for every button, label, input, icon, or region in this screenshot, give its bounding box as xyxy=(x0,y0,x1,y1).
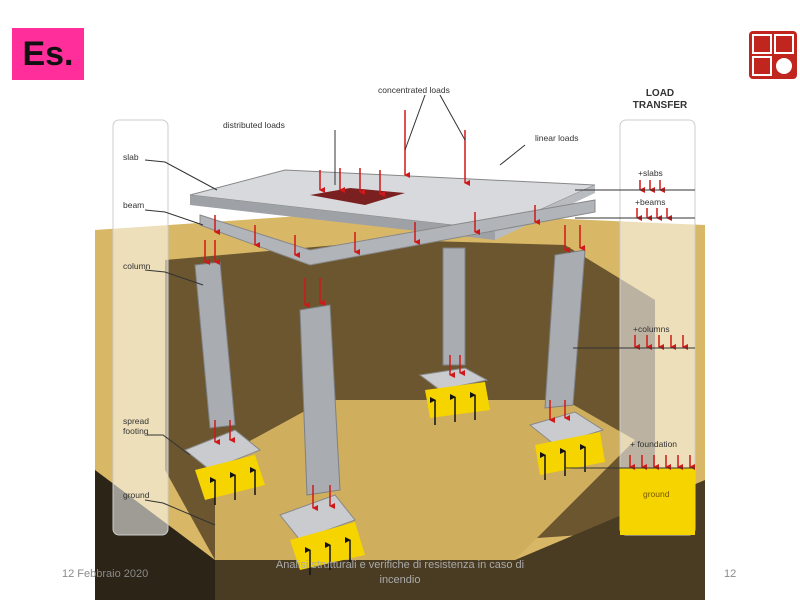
label-linear-loads: linear loads xyxy=(535,133,578,143)
transfer-ground: ground xyxy=(643,489,670,499)
heading-transfer: TRANSFER xyxy=(633,100,688,111)
spread-footing xyxy=(184,429,261,471)
footer-date: 12 Febbraio 2020 xyxy=(62,568,149,580)
label-concentrated-loads: concentrated loads xyxy=(378,85,450,95)
column xyxy=(194,261,236,429)
left-label-panel xyxy=(112,119,169,536)
ground-yellow-block xyxy=(620,468,695,535)
example-badge: Es. xyxy=(12,28,84,80)
seal-logo xyxy=(749,31,797,79)
column xyxy=(544,249,586,409)
load-transfer-diagram: concentrated loads distributed loads lin… xyxy=(95,85,705,600)
label-slab: slab xyxy=(123,152,139,162)
column xyxy=(299,304,341,496)
transfer-beams: +beams xyxy=(635,197,665,207)
spread-footing xyxy=(528,411,605,446)
column xyxy=(442,247,466,366)
transfer-columns: +columns xyxy=(633,324,670,334)
label-footing: footing xyxy=(123,426,149,436)
heading-load: LOAD xyxy=(646,88,674,99)
label-spread: spread xyxy=(123,416,149,426)
transfer-slabs: +slabs xyxy=(638,168,663,178)
footer-title: Analisi strutturali e verifiche di resis… xyxy=(275,559,525,586)
label-distributed-loads: distributed loads xyxy=(223,120,285,130)
label-column: column xyxy=(123,261,151,271)
transfer-foundation: + foundation xyxy=(630,439,677,449)
label-beam: beam xyxy=(123,200,144,210)
label-ground: ground xyxy=(123,490,150,500)
spread-footing xyxy=(279,494,356,541)
load-arrows xyxy=(204,110,695,511)
beam xyxy=(199,199,596,266)
page-number: 12 xyxy=(724,568,737,580)
